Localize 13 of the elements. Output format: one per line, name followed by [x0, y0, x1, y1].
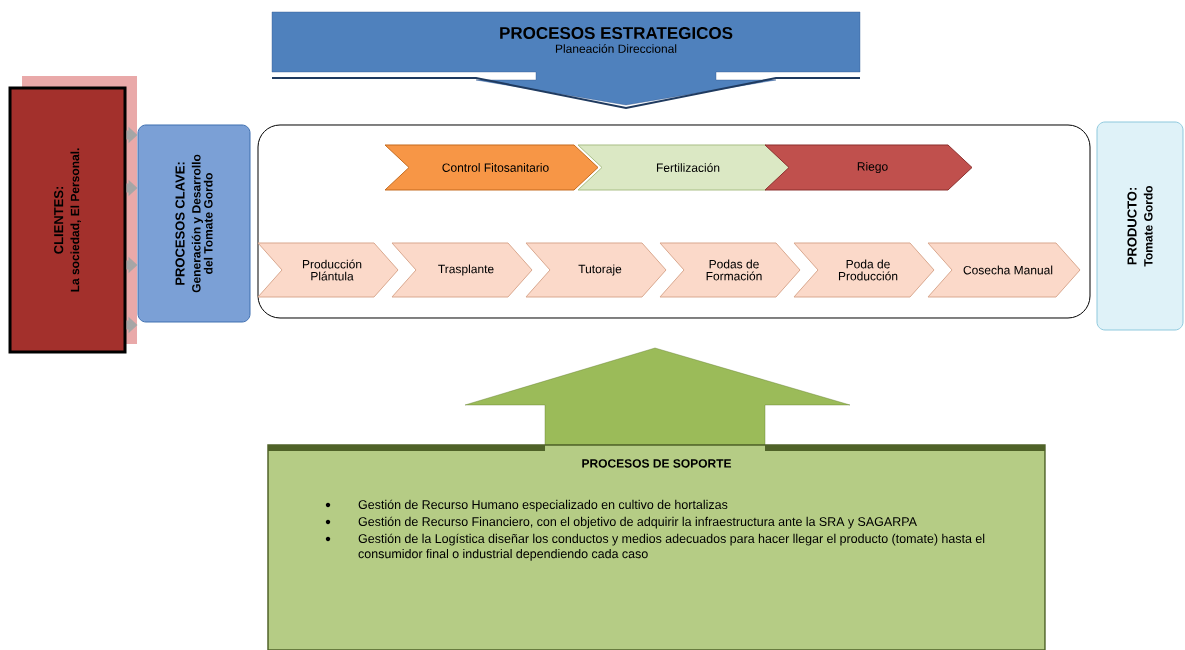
- chevron-step: Poda de Producción: [793, 242, 935, 298]
- chevron-step: Podas de Formación: [659, 242, 801, 298]
- support-box: PROCESOS DE SOPORTE Gestión de Recurso Humano especializado en cultivo de hortalizas Gestión de Recurso Financiero, con el objetivo de adquirir la infraestructura ante la SRA y SAGARPA Gestión de la Logística diseñar los conductos y medios adecuados para hacer llegar el producto (tomate) hasta el consumidor final o industrial dependiendo cada caso: [267, 347, 1046, 650]
- process-frame: [257, 124, 1091, 319]
- chevron-step: Producción Plántula: [257, 242, 399, 298]
- chevron-step: Riego: [764, 144, 973, 191]
- product-box: PRODUCTO: Tomate Gordo: [1096, 121, 1184, 331]
- chevron-step: Control Fitosanitario: [384, 144, 599, 191]
- chevron-step: Trasplante: [391, 242, 533, 298]
- chevron-step: Cosecha Manual: [927, 242, 1081, 298]
- key-process-box: PROCESOS CLAVE: Generación y Desarrollo del Tomate Gordo: [137, 124, 251, 323]
- clients-box: CLIENTES: La sociedad, El Personal.: [8, 86, 127, 354]
- chevron-step: Tutoraje: [525, 242, 667, 298]
